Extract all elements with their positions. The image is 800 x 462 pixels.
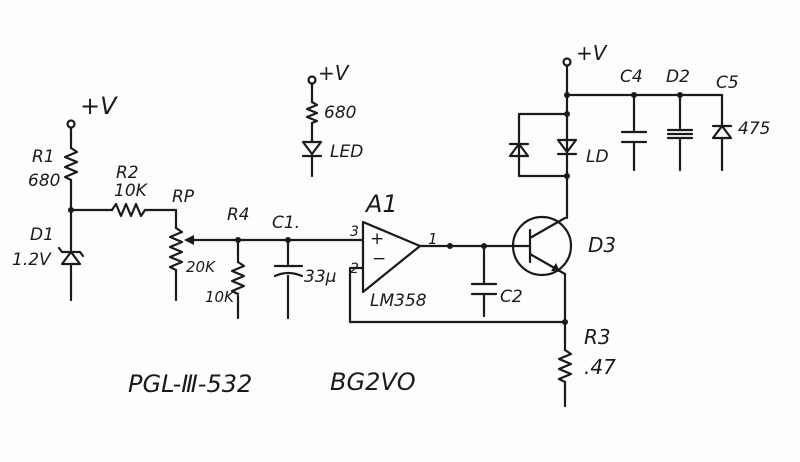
resistor-r3-icon	[557, 348, 573, 384]
d1-ref: D1	[30, 225, 54, 245]
c5-value: 475	[738, 119, 770, 139]
d2-ref: D2	[666, 67, 690, 87]
led-res-value: 680	[324, 103, 356, 123]
zener-d1-icon	[57, 246, 85, 266]
r2-value: 10K	[114, 181, 149, 201]
potentiometer-rp-icon	[168, 226, 184, 272]
capacitor-c4-icon	[620, 93, 648, 172]
d3-ref: D3	[588, 233, 616, 257]
c5-ref: C5	[716, 73, 739, 93]
resistor-r2-icon	[110, 202, 147, 218]
resistor-r1-icon	[63, 146, 79, 182]
r1-value: 680	[28, 171, 60, 191]
supply-terminal-led	[307, 75, 317, 85]
r1-ref: R1	[32, 147, 55, 167]
resistor-r3: R3 .47	[557, 272, 616, 408]
supply-label-led: +V	[318, 61, 350, 85]
ld-ref: LD	[586, 147, 609, 167]
a1-minus: −	[372, 249, 386, 269]
r3-ref: R3	[584, 325, 611, 349]
led-branch: +V 680 LED	[301, 61, 363, 178]
a1-pin3: 3	[350, 224, 359, 240]
a1-part: LM358	[370, 291, 427, 311]
r4-value: 10K	[205, 288, 235, 306]
a1-ref: A1	[364, 190, 398, 218]
capacitor-c2: C2	[470, 244, 523, 318]
capacitor-d2-icon	[666, 93, 694, 172]
right-supply-rail: +V LD	[508, 41, 724, 220]
resistor-r2: R2 10K	[69, 163, 178, 230]
resistor-led-icon	[305, 100, 319, 125]
c2-ref: C2	[500, 287, 523, 307]
resistor-r4-icon	[230, 260, 246, 296]
a1-pin1: 1	[428, 230, 438, 248]
laser-diode-ld-icon	[556, 138, 578, 156]
supply-label-left: +V	[80, 92, 118, 120]
resistor-r4: R4 10K	[205, 205, 250, 320]
opamp-a1: A1 3 2 1 + − LM358	[348, 190, 567, 324]
feedback-wire	[348, 266, 567, 324]
capacitor-c5-icon	[711, 93, 733, 172]
c4-ref: C4	[620, 67, 643, 87]
capacitor-c1-icon	[273, 238, 304, 320]
filter-caps: C4 D2 C5 475	[620, 67, 770, 172]
d1-value: 1.2V	[12, 250, 52, 270]
opamp-triangle-icon	[361, 220, 422, 294]
model-label: PGL-Ⅲ-532	[128, 370, 252, 398]
c1-ref: C1.	[272, 213, 300, 233]
r4-ref: R4	[227, 205, 250, 225]
supply-terminal-right	[562, 57, 572, 67]
supply-label-right: +V	[576, 41, 608, 65]
potentiometer-rp: RP 20K	[168, 187, 238, 302]
rp-value: 20K	[186, 258, 216, 276]
led-label: LED	[330, 142, 363, 162]
capacitor-c2-icon	[470, 244, 498, 318]
r2-ref: R2	[116, 163, 139, 183]
transistor-d3-icon	[511, 215, 573, 277]
led-icon	[301, 140, 323, 158]
r3-value: .47	[584, 355, 616, 379]
transistor-d3: D3	[511, 215, 616, 277]
left-supply-branch: +V R1 680 D1 1.2V	[12, 92, 118, 302]
protection-diode-icon	[508, 142, 530, 158]
c1-value: 33μ	[304, 267, 337, 287]
author-label: BG2VO	[330, 368, 416, 396]
capacitor-c1: C1. 33μ	[236, 213, 365, 320]
a1-plus: +	[370, 229, 384, 249]
wiper-arrow-icon	[184, 235, 194, 245]
supply-terminal-left	[66, 119, 76, 129]
rp-ref: RP	[172, 187, 195, 207]
